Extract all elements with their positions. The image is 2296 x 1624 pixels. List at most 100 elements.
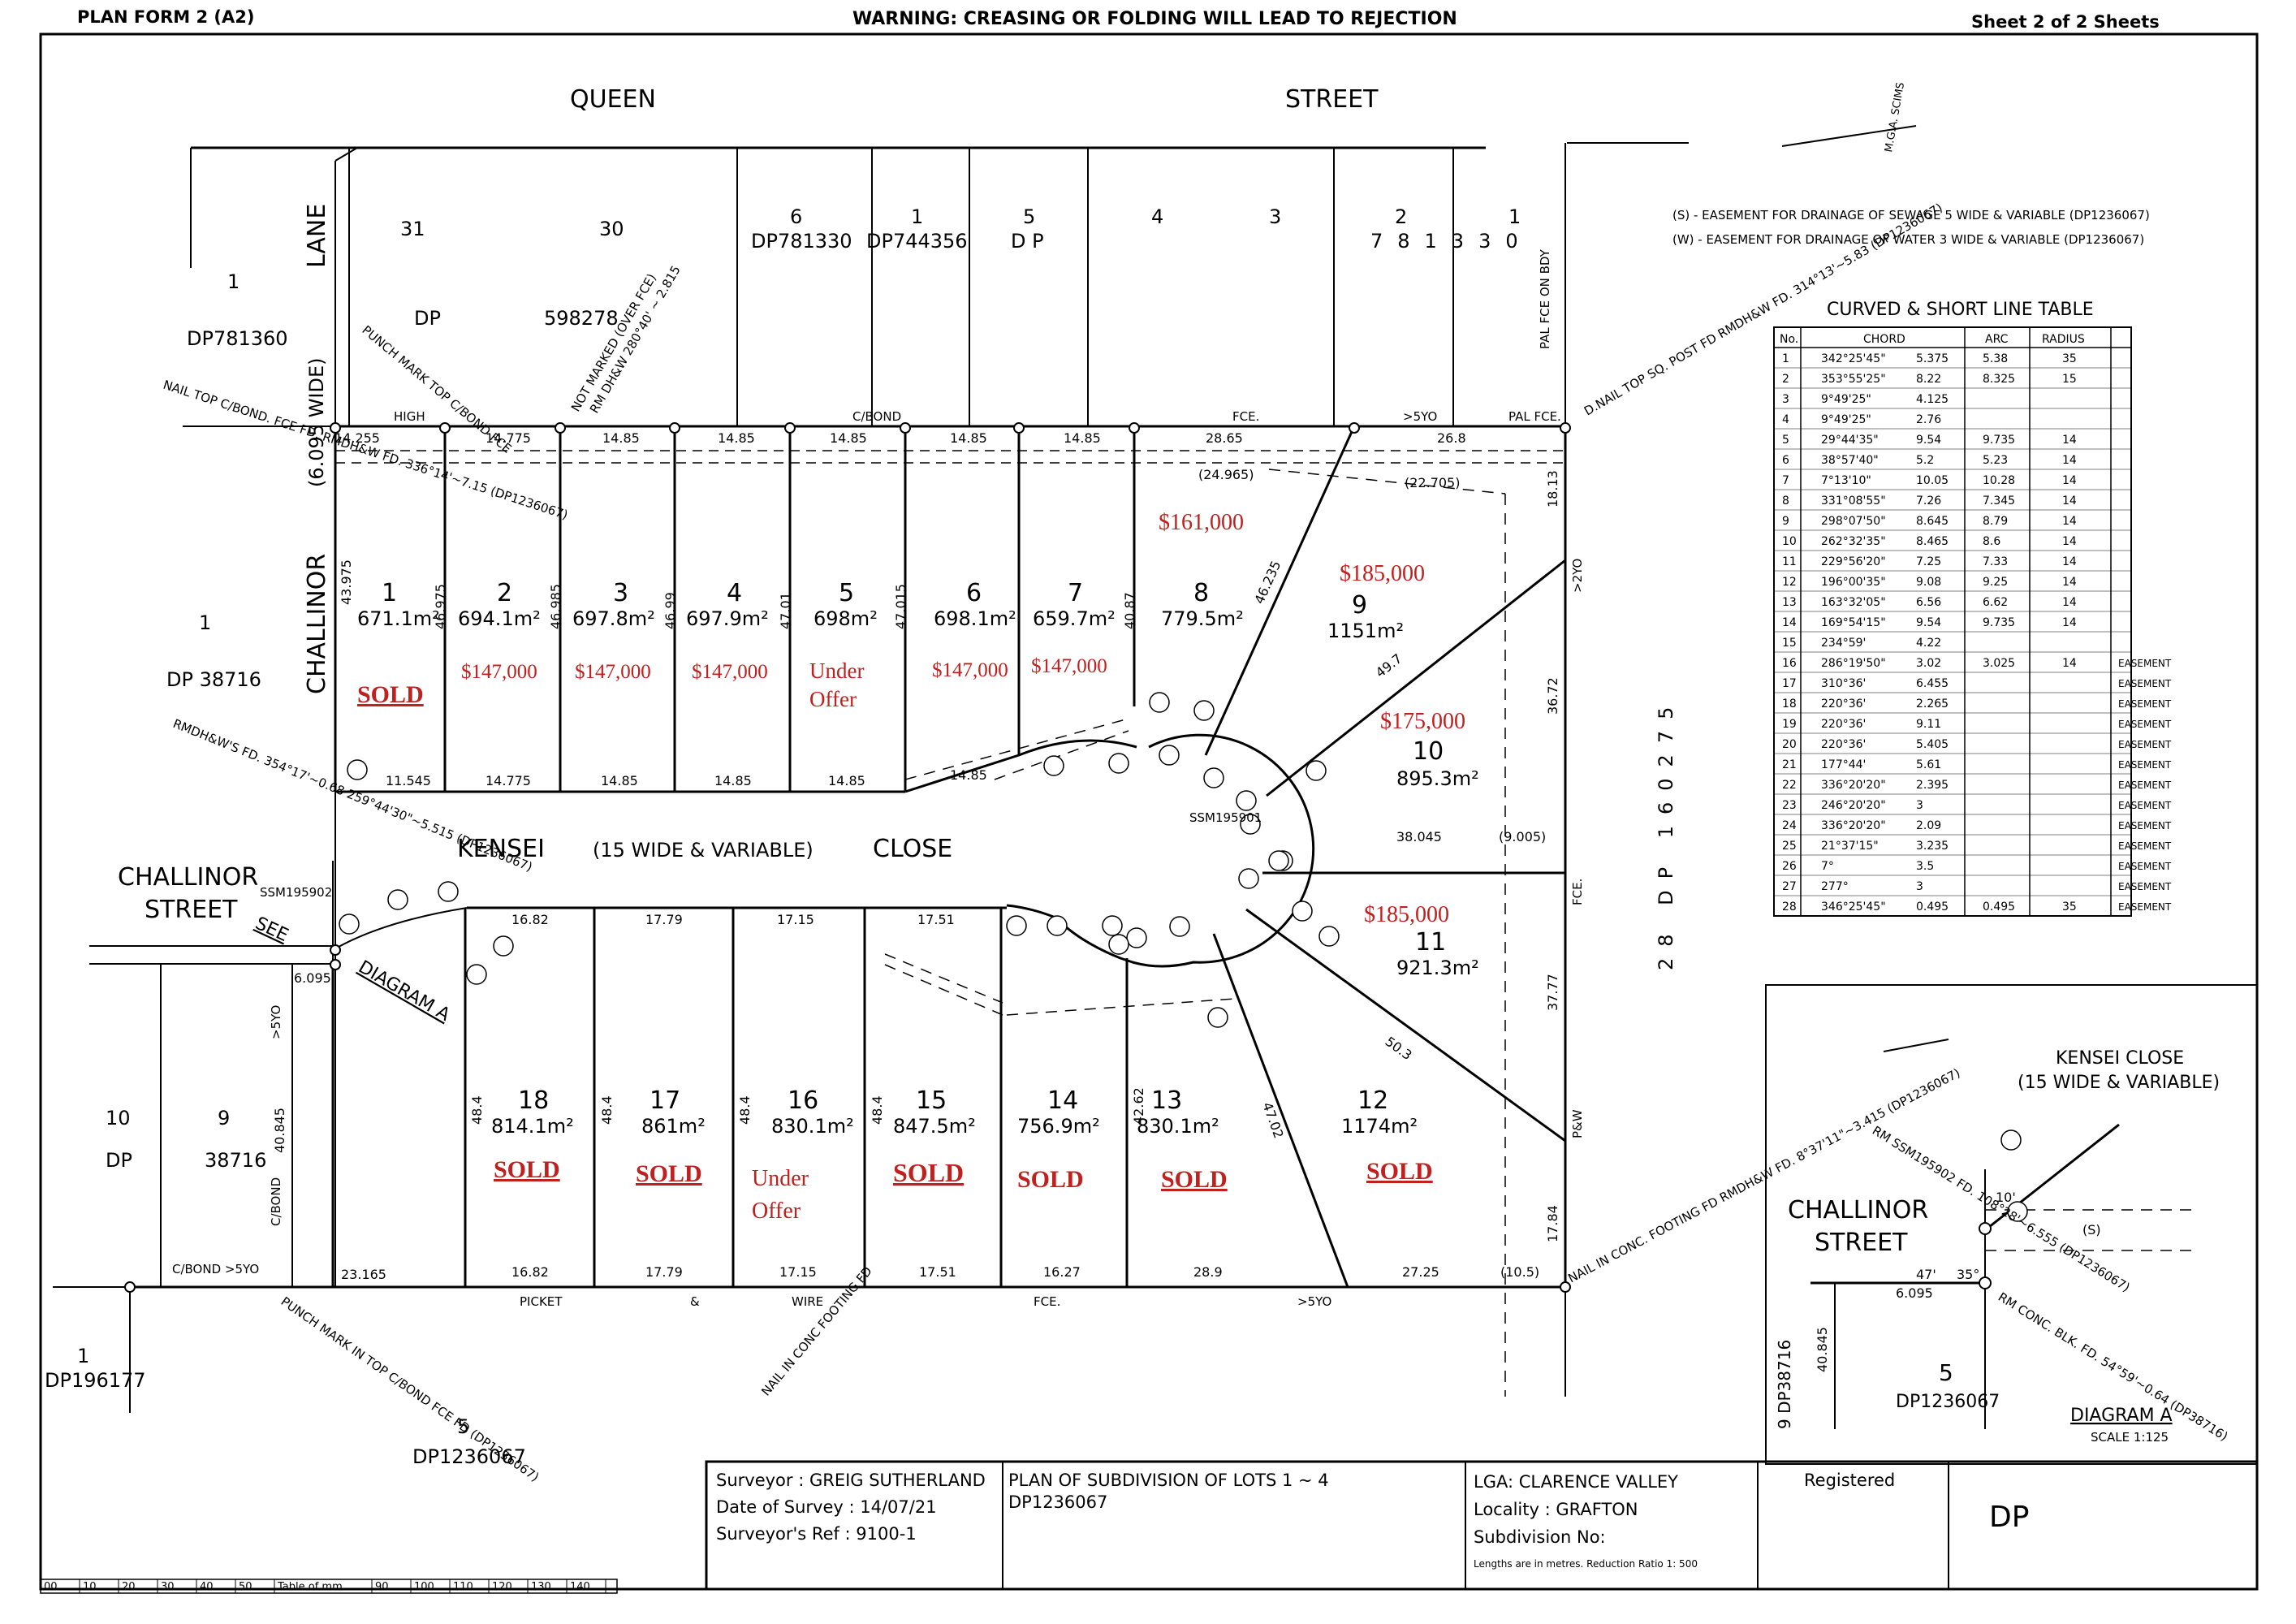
dim-top: 26.8 [1437, 430, 1466, 446]
table-cell: EASEMENT [2118, 800, 2172, 811]
table-cell: 15 [1782, 637, 1797, 650]
table-cell: 6.56 [1916, 596, 1941, 609]
dim-bottom-side: 42.62 [1131, 1087, 1146, 1125]
dim-bottom-side: 48.4 [599, 1095, 615, 1125]
table-cell: 3.235 [1916, 840, 1949, 853]
lot-number: 14 [1047, 1086, 1078, 1115]
table-cell: 14 [1782, 616, 1797, 629]
fence-note: FCE. [1232, 409, 1259, 424]
lot-status: SOLD [1161, 1166, 1228, 1193]
table-cell: 10.05 [1916, 474, 1949, 487]
table-cell: 16 [1782, 657, 1797, 670]
table-cell: EASEMENT [2118, 901, 2172, 913]
plan-dp: DP1236067 [1008, 1492, 1107, 1512]
table-cell: EASEMENT [2118, 759, 2172, 771]
table-cell: 6.62 [1983, 596, 2008, 609]
table-cell: 14 [2062, 434, 2077, 447]
table-cell: 14 [2062, 515, 2077, 528]
neighbour-lot: 1 [199, 611, 211, 634]
dim-front: 14.85 [601, 773, 638, 788]
table-cell: EASEMENT [2118, 780, 2172, 791]
diagram-dim: (S) [2082, 1222, 2101, 1237]
lot-area: 779.5m² [1161, 607, 1244, 630]
dim-front: 14.85 [828, 773, 865, 788]
survey-note: SSM195902 [260, 885, 332, 900]
fence-note: C/BOND [269, 1177, 283, 1226]
lengths-note: Lengths are in metres. Reduction Ratio 1… [1474, 1558, 1698, 1570]
table-cell: 14 [2062, 454, 2077, 467]
dim-front: 14.85 [714, 773, 752, 788]
table-cell: 26 [1782, 860, 1797, 873]
lot-16: 16 830.1m² Under Offer [752, 1086, 854, 1224]
table-cell: 2.395 [1916, 779, 1949, 792]
table-cell: 35 [2062, 352, 2077, 365]
dim-side: 47.01 [778, 592, 793, 629]
table-cell: 298°07'50" [1821, 515, 1886, 528]
table-header: CHORD [1863, 333, 1905, 346]
diagram-dim: 47' [1916, 1267, 1936, 1282]
dim-misc: 50.3 [1383, 1034, 1415, 1063]
dim-bottom-rear: (10.5) [1500, 1264, 1539, 1280]
diagram-close-label: KENSEI CLOSE [2056, 1048, 2184, 1069]
dim-misc: 46.235 [1251, 559, 1284, 607]
table-cell: 3 [1782, 393, 1789, 406]
table-cell: 4 [1782, 413, 1789, 426]
table-cell: EASEMENT [2118, 698, 2172, 710]
lot-status: $147,000 [461, 661, 537, 683]
scale-label: 00 [44, 1581, 58, 1593]
neighbour-lot: 6 [790, 205, 802, 228]
dim-top: 14.85 [1064, 430, 1101, 446]
table-header: No. [1780, 333, 1798, 346]
north-arrow-icon [1781, 125, 1917, 147]
neighbour-lot: 31 [400, 218, 425, 240]
curve-table: CURVED & SHORT LINE TABLE No. CHORD ARC … [1773, 300, 2172, 917]
dim-misc: 49.7 [1373, 650, 1405, 680]
lot-status: $147,000 [1031, 655, 1107, 677]
subdivision-no: Subdivision No: [1474, 1527, 1606, 1547]
fence-note: P&W [1570, 1109, 1585, 1138]
scale-label: 130 [531, 1581, 551, 1593]
table-cell: 13 [1782, 596, 1797, 609]
survey-note: NOT MARKED (OVER FCE) [568, 271, 659, 414]
table-cell: 14 [2062, 535, 2077, 548]
scale-label: 90 [375, 1581, 389, 1593]
table-cell: 1 [1782, 352, 1789, 365]
dim-east: 38.045 [1396, 829, 1442, 844]
table-cell: 14 [2062, 657, 2077, 670]
dim-top: 14.85 [830, 430, 867, 446]
survey-note: RMDH&W'S FD. 354°17'~0.68 259°44'30"~5.5… [171, 716, 535, 875]
table-cell: 14 [2062, 576, 2077, 589]
table-cell: 7.345 [1983, 495, 2015, 508]
dim-bottom-side: 48.4 [870, 1095, 885, 1125]
lots-bottom: 18 814.1m² SOLD 17 861m² SOLD 16 830.1m²… [491, 1086, 1433, 1224]
lot-area: 814.1m² [491, 1115, 574, 1138]
neighbour-lot: 5 [1023, 205, 1035, 228]
fence-note: C/BOND >5YO [172, 1262, 259, 1276]
dim-misc: 6.095 [294, 970, 331, 986]
table-cell: 3 [1916, 880, 1923, 893]
table-cell: 9°49'25" [1821, 413, 1871, 426]
lot-10: 10 895.3m² $175,000 [1380, 709, 1479, 790]
neighbour-lot: 1 [227, 270, 240, 293]
table-cell: 3.5 [1916, 860, 1934, 873]
table-cell: 21°37'15" [1821, 840, 1879, 853]
lot-area: 830.1m² [1137, 1115, 1219, 1138]
lot-status: $147,000 [575, 661, 651, 683]
registered-label: Registered [1804, 1471, 1895, 1490]
survey-note: PUNCH MARK TOP C/BOND FCE [359, 322, 514, 456]
dp-label: DP [1989, 1501, 2029, 1534]
table-cell: 8.325 [1983, 373, 2015, 386]
lot-18: 18 814.1m² SOLD [491, 1086, 574, 1183]
table-cell: 9.735 [1983, 616, 2015, 629]
lot-status: $147,000 [692, 661, 768, 683]
table-cell: 220°36' [1821, 738, 1866, 751]
lot-number: 3 [613, 579, 628, 607]
table-cell: 14 [2062, 474, 2077, 487]
table-cell: 2.265 [1916, 698, 1949, 710]
lot-8: 8 779.5m² $161,000 [1159, 510, 1244, 630]
lot-area: 659.7m² [1033, 607, 1116, 630]
scale-label: 140 [570, 1581, 590, 1593]
table-cell: 2.09 [1916, 819, 1941, 832]
diagram-dp: DP1236067 [1896, 1392, 2000, 1412]
